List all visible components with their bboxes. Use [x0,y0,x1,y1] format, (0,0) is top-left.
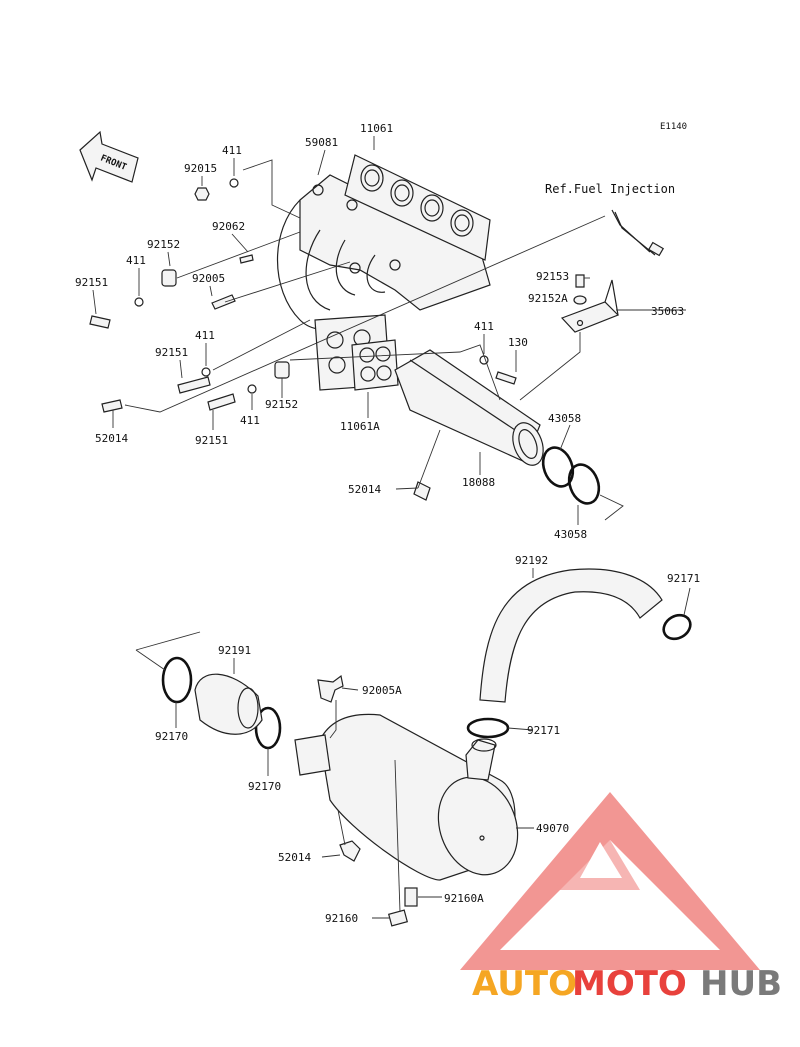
muffler-49070 [294,713,519,881]
hose-92191 [194,673,263,735]
o-ring-43058-b [567,463,601,505]
label-92152-b: 92152 [265,398,298,411]
label-92153: 92153 [536,270,569,283]
hardware-parts [89,178,587,501]
watermark-part1: AUTO [472,964,577,1004]
label-92160: 92160 [325,912,358,925]
label-92170-b: 92170 [248,780,281,793]
watermark-part2: MOTO [572,964,687,1004]
label-43058-b: 43058 [554,528,587,541]
watermark-part3: HUB [700,964,782,1004]
exhaust-manifold [277,174,491,330]
label-92191: 92191 [218,644,251,657]
label-43058-a: 43058 [548,412,581,425]
clamp-92171-a [662,613,692,641]
label-92160A: 92160A [444,892,484,905]
washer-411-c [201,367,211,377]
label-49070: 49070 [536,822,569,835]
washer-411-b [134,297,144,307]
label-92005: 92005 [192,272,225,285]
stud-92005 [211,294,236,310]
watermark-logo [460,792,760,970]
label-11061: 11061 [360,122,393,135]
flange-gasket [351,339,399,391]
bolt-92151-c [207,393,236,411]
label-92152-a: 92152 [147,238,180,251]
label-92171-a: 92171 [667,572,700,585]
fitting-52014-c [339,840,361,862]
label-92171-b: 92171 [527,724,560,737]
pad-92160A [404,887,418,907]
bolt-92151-b [177,376,211,394]
label-59081: 59081 [305,136,338,149]
bracket-35063 [560,279,620,333]
front-arrow-icon: FRONT [79,130,139,183]
label-411-b: 411 [126,254,146,267]
o-ring-43058-a [541,446,575,488]
label-411-d: 411 [240,414,260,427]
manifold-gasket [344,154,491,261]
exhaust-pipe-18088 [394,349,544,466]
label-52014-c: 52014 [278,851,311,864]
label-92192: 92192 [515,554,548,567]
bolt-92151-a [89,315,111,329]
fitting-52014-b [413,481,431,501]
label-130: 130 [508,336,528,349]
label-11061A: 11061A [340,420,380,433]
leader-lines [92,136,691,919]
label-52014-b: 52014 [348,483,381,496]
watermark-text: AUTO MOTO HUB [472,964,782,1004]
fitting-92005A [317,674,344,703]
label-92151-b: 92151 [155,346,188,359]
bolt-130 [495,371,517,385]
label-92062: 92062 [212,220,245,233]
label-52014-a: 52014 [95,432,128,445]
washer-411-d [247,384,257,394]
label-92015: 92015 [184,162,217,175]
label-411-e: 411 [474,320,494,333]
washer-411-a [229,178,239,188]
clamp-92171-b [466,717,510,739]
label-18088: 18088 [462,476,495,489]
fuel-injection-sensor [611,209,665,257]
label-92005A: 92005A [362,684,402,697]
pin-92062 [239,254,254,264]
hose-92192 [479,568,663,703]
reference-note: Ref.Fuel Injection [545,182,675,196]
label-411-a: 411 [222,144,242,157]
diagram-code: E1140 [660,122,687,132]
label-92151-c: 92151 [195,434,228,447]
label-92152A: 92152A [528,292,568,305]
label-92170-a: 92170 [155,730,188,743]
part-labels: 11061 59081 411 92015 92062 92152 411 92… [75,122,700,925]
collar-92152A [573,295,587,305]
collar-92152-b [274,361,290,379]
label-92151-a: 92151 [75,276,108,289]
fitting-52014-a [101,399,123,413]
label-411-c: 411 [195,329,215,342]
pad-92160 [387,909,409,927]
label-35063: 35063 [651,305,684,318]
bolt-92153 [575,274,585,288]
clamp-92170-a [161,656,193,704]
nut-92015 [194,187,210,201]
collar-92152-a [161,269,177,287]
